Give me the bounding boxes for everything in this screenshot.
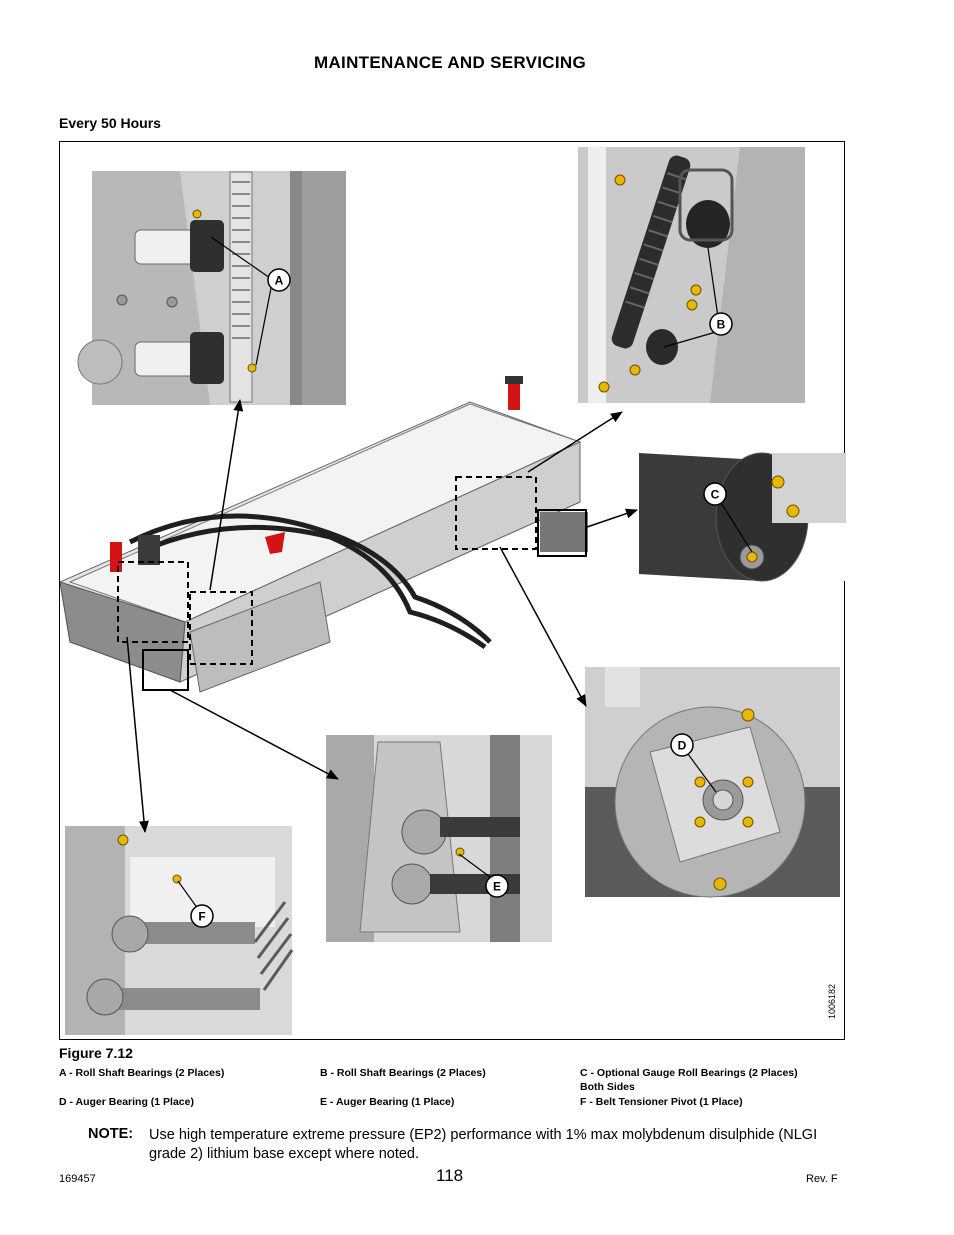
inset-c-gauge-roll-bearings (639, 452, 846, 582)
locator-boxes-solid (142, 509, 587, 691)
inset-d-auger-bearing (585, 667, 840, 898)
revision-label: Rev. F (806, 1173, 838, 1185)
main-machine-drawing (60, 376, 588, 693)
legend-item-c: C - Optional Gauge Roll Bearings (2 Plac… (580, 1066, 798, 1094)
figure-number: Figure 7.12 (59, 1045, 133, 1061)
legend-item-c-text: C - Optional Gauge Roll Bearings (2 Plac… (580, 1067, 798, 1079)
page-header-title: MAINTENANCE AND SERVICING (314, 53, 586, 72)
page-number: 118 (436, 1166, 464, 1185)
callout-e-label: E (493, 880, 501, 894)
note-text: Use high temperature extreme pressure (E… (149, 1127, 818, 1162)
inset-e-auger-bearing (326, 735, 552, 942)
section-heading: Every 50 Hours (59, 115, 161, 131)
callout-c-label: C (711, 488, 720, 502)
document-number: 169457 (59, 1173, 96, 1185)
drawing-id: 1006182 (827, 984, 837, 1019)
legend-item-d: D - Auger Bearing (1 Place) (59, 1096, 194, 1108)
inset-b-roll-shaft-bearings (578, 147, 805, 403)
callout-d-label: D (678, 739, 687, 753)
inset-f-belt-tensioner-pivot (65, 826, 294, 1035)
legend-item-e: E - Auger Bearing (1 Place) (320, 1096, 455, 1108)
figure-illustration: A B C D E F 1006182 (59, 141, 846, 1040)
callout-c: C (703, 482, 727, 506)
note-label: NOTE: (88, 1126, 134, 1142)
callouts: A B C D E F (190, 268, 733, 928)
callout-a-label: A (275, 274, 284, 288)
callout-f-label: F (198, 910, 205, 924)
callout-a: A (267, 268, 291, 292)
legend-item-a: A - Roll Shaft Bearings (2 Places) (59, 1067, 225, 1079)
callout-d: D (670, 733, 694, 757)
callout-f: F (190, 904, 214, 928)
inset-a-roll-shaft-bearings (77, 171, 346, 405)
legend-item-b: B - Roll Shaft Bearings (2 Places) (320, 1067, 486, 1079)
legend-item-f: F - Belt Tensioner Pivot (1 Place) (580, 1096, 743, 1108)
callout-e: E (485, 874, 509, 898)
legend-item-c-sub: Both Sides (580, 1081, 635, 1093)
pointer-arrows (126, 399, 638, 833)
machine-diagram: A B C D E F 1006182 (60, 147, 846, 1035)
callout-b: B (709, 312, 733, 336)
locator-boxes (117, 476, 537, 665)
callout-b-label: B (717, 318, 726, 332)
